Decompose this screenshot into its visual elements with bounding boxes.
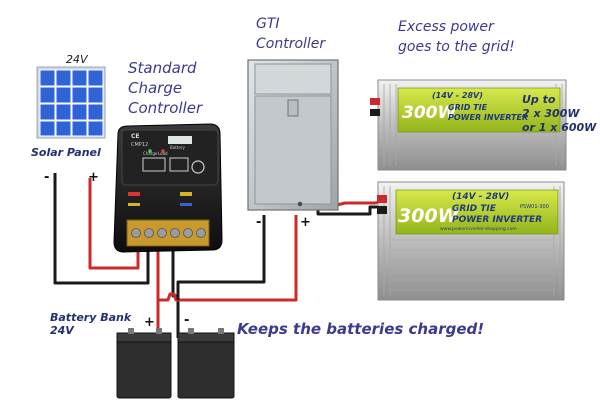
controller-load-text: Load bbox=[158, 151, 168, 156]
solar-voltage-label: 24V bbox=[66, 53, 88, 66]
capacity-line1: Up to bbox=[522, 93, 556, 106]
controller-brand: CE bbox=[131, 133, 140, 140]
inverter-bottom-url: www.powerinverter-shopping.com bbox=[440, 227, 517, 232]
inverter-bottom-line2: POWER INVERTER bbox=[452, 215, 543, 225]
charge-controller-label-line1: Standard bbox=[128, 59, 197, 77]
inverter-top-wattage: 300W bbox=[402, 103, 457, 123]
charge-controller-label-line3: Controller bbox=[128, 99, 203, 117]
inverter-bottom-model: PSW01-300 bbox=[520, 204, 549, 210]
gti-controller bbox=[247, 59, 339, 211]
battery-negative-label: - bbox=[184, 313, 190, 328]
charge-controller-label-line2: Charge bbox=[128, 79, 183, 97]
gti-latch bbox=[287, 99, 299, 117]
gti-negative-label: - bbox=[256, 215, 262, 230]
capacity-line3: or 1 x 600W bbox=[522, 121, 597, 134]
charge-led bbox=[148, 149, 152, 153]
battery-1 bbox=[116, 328, 172, 399]
gti-controller-label-line2: Controller bbox=[256, 36, 326, 52]
inverter-top bbox=[370, 79, 567, 171]
inverter-top-terminal-red bbox=[370, 98, 380, 105]
inverter-bottom bbox=[377, 181, 565, 301]
load-led bbox=[161, 149, 165, 153]
wire-battery-gti-positive bbox=[158, 215, 298, 302]
solar-positive-label: + bbox=[88, 170, 99, 185]
inverter-top-terminal-black bbox=[370, 109, 380, 116]
battery-bank-label-line2: 24V bbox=[50, 324, 74, 337]
controller-display bbox=[168, 136, 192, 144]
battery-bank bbox=[116, 328, 235, 399]
solar-panel bbox=[36, 66, 106, 139]
inverter-top-line1: GRID TIE bbox=[448, 103, 488, 112]
battery-2 bbox=[177, 328, 235, 399]
gti-positive-label: + bbox=[300, 215, 311, 230]
inverter-top-line2: POWER INVERTER bbox=[448, 113, 529, 122]
inverter-bottom-terminal-red bbox=[377, 195, 387, 203]
terminal-screws bbox=[131, 228, 206, 238]
inverter-bottom-line1: GRID TIE bbox=[452, 204, 496, 214]
inverter-top-range: (14V - 28V) bbox=[432, 91, 483, 100]
controller-battery-text: Battery bbox=[170, 145, 185, 150]
battery-positive-label: + bbox=[144, 315, 155, 330]
solar-negative-label: - bbox=[44, 170, 50, 185]
charge-controller bbox=[113, 123, 223, 253]
excess-power-line2: goes to the grid! bbox=[398, 39, 515, 55]
excess-power-line1: Excess power bbox=[398, 19, 494, 35]
wires bbox=[53, 173, 386, 338]
gti-controller-label-line1: GTI bbox=[256, 16, 280, 32]
inverter-bottom-terminal-black bbox=[377, 206, 387, 214]
wire-solar-negative bbox=[53, 173, 150, 285]
capacity-line2: 2 x 300W bbox=[522, 107, 580, 120]
wire-solar-positive bbox=[88, 178, 140, 270]
controller-charge-text: Charge bbox=[143, 151, 158, 156]
solar-cells bbox=[39, 69, 104, 137]
controller-model: CMP12 bbox=[131, 142, 149, 148]
wire-gti-inverter-black bbox=[316, 205, 384, 216]
solar-panel-label: Solar Panel bbox=[31, 146, 101, 159]
inverter-bottom-range: (14V - 28V) bbox=[452, 192, 510, 202]
wire-battery-gti-negative bbox=[176, 215, 266, 300]
battery-bank-label-line1: Battery Bank bbox=[50, 311, 132, 324]
keeps-charged-label: Keeps the batteries charged! bbox=[237, 320, 485, 338]
inverter-bottom-wattage: 300W bbox=[398, 205, 459, 227]
